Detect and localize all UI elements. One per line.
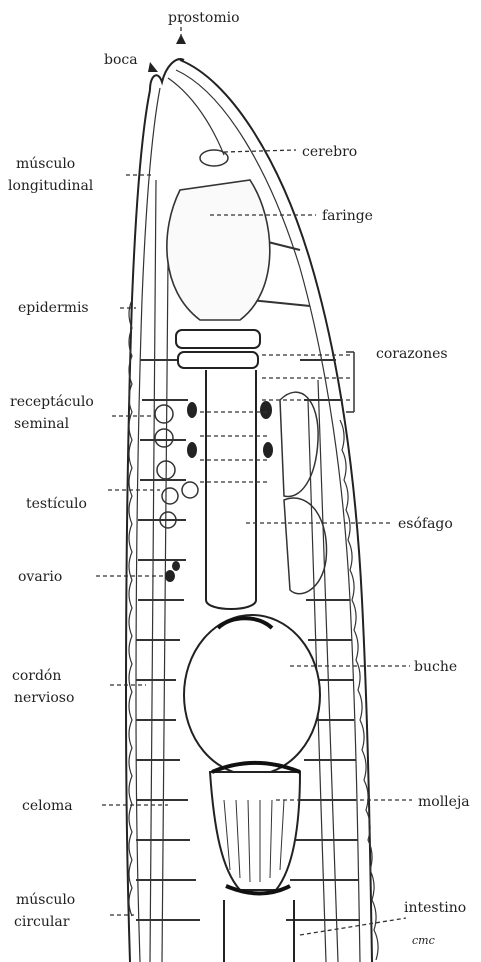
label-molleja: molleja — [418, 794, 470, 810]
cerebro-shape — [200, 150, 228, 166]
label-celoma: celoma — [22, 798, 73, 814]
label-intestino: intestino — [404, 900, 466, 916]
molleja-shape — [210, 772, 300, 890]
buche-shape — [184, 615, 320, 775]
label-receptaculo-2: seminal — [14, 416, 70, 432]
ovario-shape — [165, 561, 180, 582]
label-receptaculo-1: receptáculo — [10, 394, 94, 410]
label-esofago: esófago — [398, 516, 453, 532]
ring-1 — [176, 330, 260, 348]
esofago-shape — [206, 370, 256, 609]
label-musculo-circular-1: músculo — [16, 892, 75, 908]
faringe-shape — [167, 180, 270, 320]
intestino-shape — [224, 900, 294, 962]
ring-2 — [178, 352, 258, 368]
label-faringe: faringe — [322, 208, 373, 224]
label-musculo-longitudinal-1: músculo — [16, 156, 75, 172]
label-ovario: ovario — [18, 569, 62, 585]
label-boca: boca — [104, 52, 138, 68]
leader-cerebro — [224, 150, 296, 152]
label-buche: buche — [414, 659, 457, 675]
corazones-bracket — [346, 352, 354, 412]
label-epidermis: epidermis — [18, 300, 89, 316]
label-musculo-longitudinal-2: longitudinal — [8, 178, 94, 194]
signature: cmc — [412, 934, 435, 947]
label-testiculo: testículo — [26, 496, 87, 512]
label-cordon-1: cordón — [12, 668, 61, 684]
receptaculo-testiculo-shapes — [155, 405, 198, 528]
label-cerebro: cerebro — [302, 144, 357, 160]
corazones-shapes — [187, 401, 273, 458]
label-corazones: corazones — [376, 346, 448, 362]
label-cordon-2: nervioso — [14, 690, 74, 706]
boca-arrow — [148, 62, 158, 72]
label-prostomio: prostomio — [168, 10, 240, 26]
label-musculo-circular-2: circular — [14, 914, 70, 930]
internal-organs — [148, 34, 327, 962]
